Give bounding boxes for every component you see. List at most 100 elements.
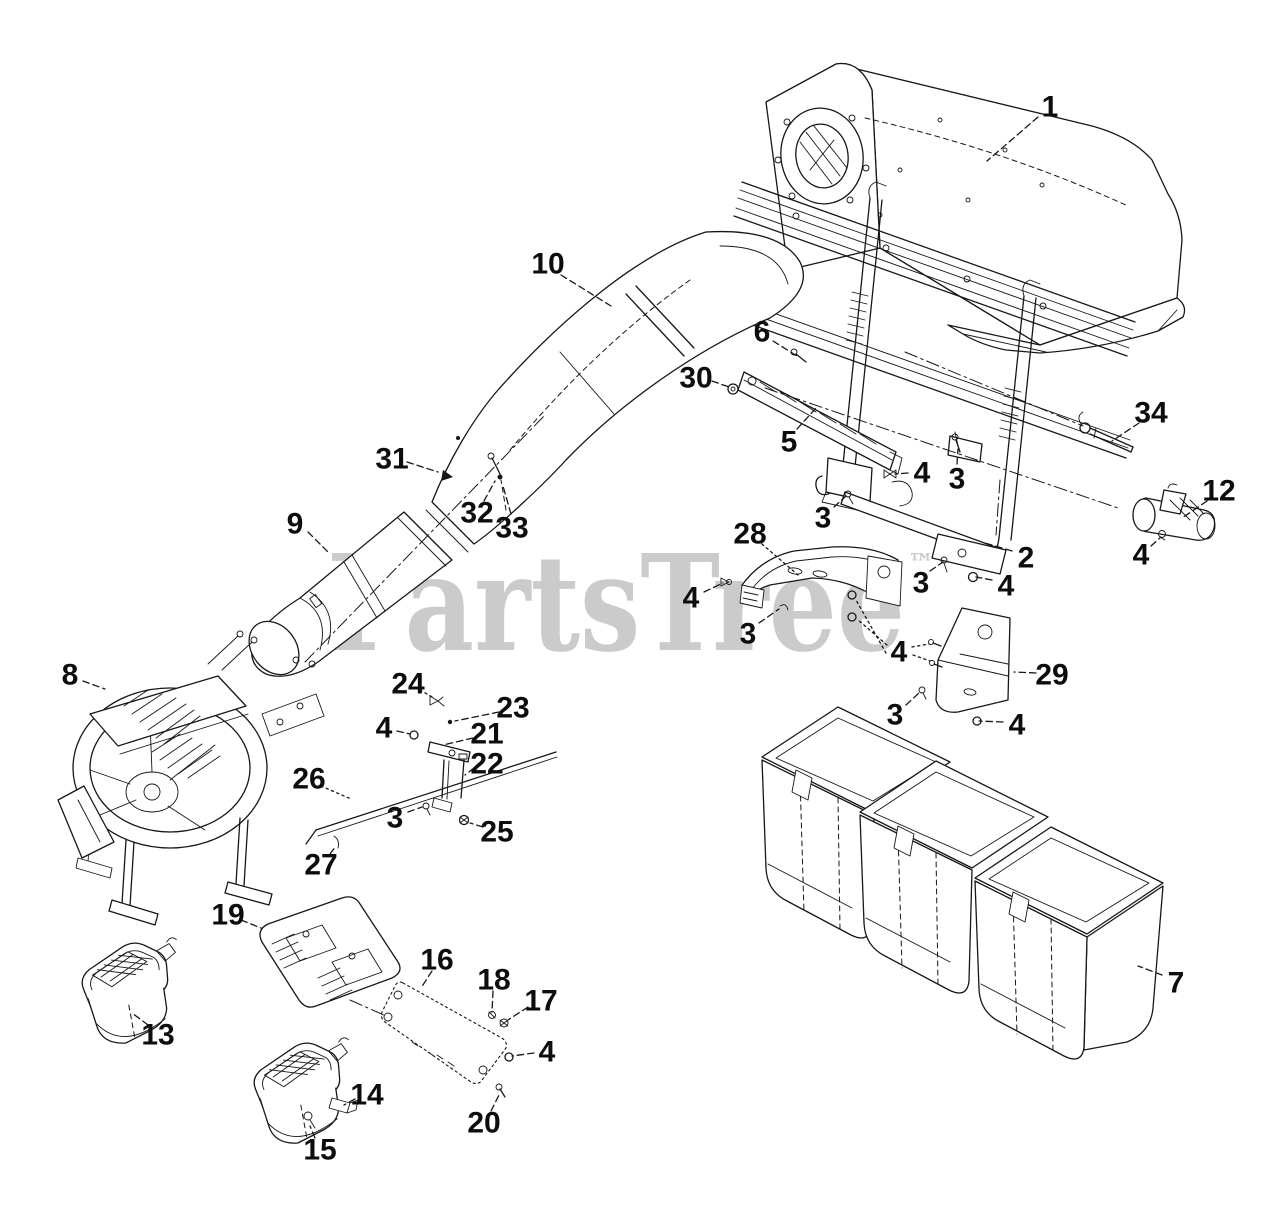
callout-3-label: 3 [815,502,832,535]
callout-18-label: 18 [477,964,510,997]
callout-10-label: 10 [531,248,564,281]
part-9-chute-drawing [248,414,546,677]
callout-4-label: 4 [539,1036,556,1069]
callout-21-label: 21 [470,718,503,751]
callout-4-label: 4 [914,457,931,490]
callout-22-label: 22 [470,748,503,781]
callout-12-label: 12 [1202,475,1235,508]
callout-3-label: 3 [387,802,404,835]
callout-4-leader [978,720,1004,723]
latch-strap-left-drawing [815,181,887,496]
callout-4-leader [856,618,888,646]
part-28-bracket-drawing [720,546,903,622]
callout-22-leader [464,767,475,776]
callout-1-label: 1 [1042,91,1059,124]
part-13-weight-drawing [81,937,177,1044]
callout-19-label: 19 [211,899,244,932]
callout-17-leader [507,1006,529,1021]
callout-4-leader [1150,536,1162,547]
part-7-bins-drawing [761,706,1164,1060]
callout-9-label: 9 [287,508,304,541]
callout-16-label: 16 [420,944,453,977]
callout-23-leader [454,711,500,722]
callout-28-leader [761,543,799,576]
callout-32-label: 32 [460,497,493,530]
callout-29-label: 29 [1035,659,1068,692]
callout-6-label: 6 [754,316,771,349]
callout-7-label: 7 [1168,967,1185,1000]
callout-8-label: 8 [62,659,79,692]
clamp-31-arrow [441,470,453,481]
callout-3-leader [956,448,959,465]
callout-34-label: 34 [1134,397,1168,430]
callout-3-label: 3 [887,699,904,732]
nut-30-drawing [727,383,739,395]
callout-3-leader [929,561,944,572]
callout-4-label: 4 [1009,709,1026,742]
part-19-panel-drawing [259,896,401,1017]
callout-34-leader [1111,422,1140,442]
part-1-hood-drawing [765,62,1186,354]
callout-14-label: 14 [350,1079,384,1112]
callout-4-leader [703,582,724,593]
callout-4-leader [511,1052,535,1057]
callout-3-leader [407,806,423,813]
pin-34-drawing [764,351,1134,509]
clip-27-drawing [333,835,339,849]
callout-1-leader [986,116,1039,162]
callout-2-leader [984,542,1013,552]
callout-19-leader [240,919,262,929]
callout-27-label: 27 [304,849,337,882]
callout-3-label: 3 [740,618,757,651]
callout-4-label: 4 [891,636,908,669]
screw-6-drawing [790,348,807,363]
callout-30-label: 30 [679,362,712,395]
part-12-hitch-drawing [1132,483,1216,541]
callout-33-leader [502,485,512,515]
callout-15-leader [309,1125,316,1139]
callout-4-leader [894,472,909,475]
callout-4-leader [975,576,993,581]
part-5-latch-bar-drawing [737,371,903,475]
frame-rails-drawing [732,181,1136,459]
part-26-rod-drawing [305,751,558,849]
part-16-plate-drawing [380,981,514,1098]
callout-20-label: 20 [467,1107,500,1140]
callout-30-leader [711,380,730,388]
callout-4-label: 4 [376,712,393,745]
callout-8-leader [82,680,106,690]
callout-13-leader [131,1012,149,1026]
callout-13-label: 13 [141,1019,174,1052]
callout-10-leader [560,274,612,307]
callout-4-label: 4 [1133,539,1150,572]
watermark-trademark-symbol: ™ [908,549,934,579]
part-2-support-arm-drawing [821,431,1007,583]
callout-5-leader [796,406,818,430]
callout-3-label: 3 [949,463,966,496]
callout-26-label: 26 [292,763,325,796]
callout-29-leader [1013,671,1037,674]
callout-4-leader [912,654,931,662]
callout-20-leader [490,1094,500,1112]
callout-25-label: 25 [480,816,513,849]
callout-4-label: 4 [683,582,700,615]
callout-2-label: 2 [1018,542,1035,575]
callout-15-label: 15 [303,1134,336,1167]
callout-6-leader [772,340,798,357]
callout-14-leader [343,1098,356,1106]
callout-25-leader [469,822,484,828]
callout-28-label: 28 [733,518,766,551]
part-8-blower-drawing [57,630,325,926]
callout-5-label: 5 [781,426,798,459]
callout-12-leader [1181,500,1208,519]
callout-21-leader [442,737,474,746]
callout-23-label: 23 [496,692,529,725]
callout-7-leader [1137,965,1163,976]
part-10-tube-drawing [425,230,805,553]
callout-24-leader [419,689,435,699]
callout-16-leader [420,970,433,989]
callout-3-leader [905,691,921,706]
